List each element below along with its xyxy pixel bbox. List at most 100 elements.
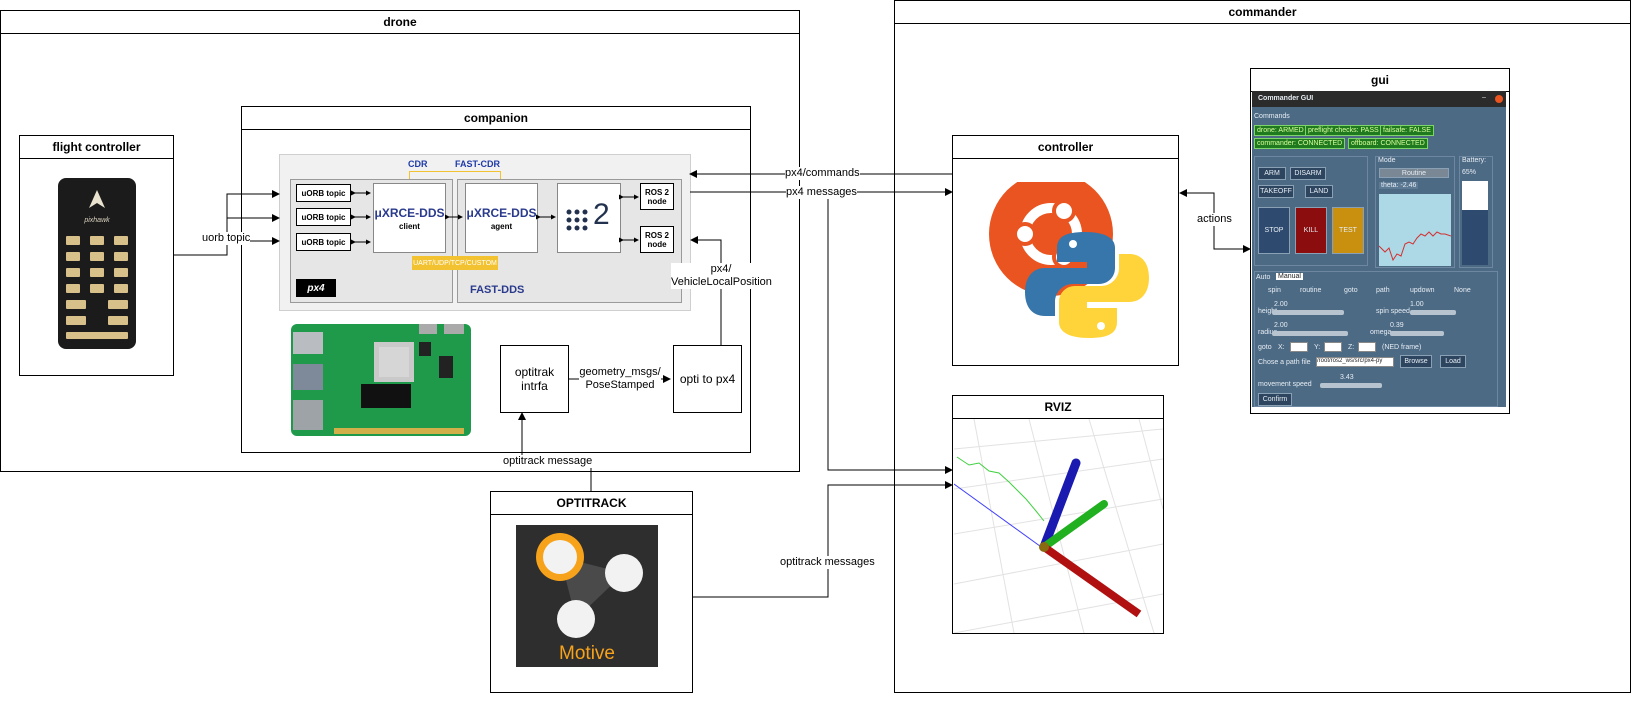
omega-label: omega (1370, 329, 1392, 336)
cdr-bracket (409, 171, 501, 181)
battery-fill (1462, 210, 1488, 265)
uorb-edge-1 (174, 190, 280, 256)
tab-auto[interactable]: Auto (1256, 274, 1271, 281)
xrce-agent-box: μXRCE-DDS agent (465, 183, 538, 253)
motive-logo: Motive (516, 525, 658, 667)
land-button[interactable]: LAND (1305, 185, 1333, 198)
radius-label: radius (1258, 329, 1278, 336)
xrce-client-box: μXRCE-DDS client (373, 183, 446, 253)
drone-container: drone (0, 10, 800, 472)
opti-to-px4-box: opti to px4 (673, 345, 742, 413)
px4-messages-to-rviz (827, 192, 953, 474)
tab-manual[interactable]: Manual (1276, 273, 1303, 280)
actions-label: actions (1197, 213, 1232, 226)
ros2-node-2: ROS 2 node (640, 226, 674, 253)
motive-text: Motive (559, 643, 615, 664)
takeoff-button[interactable]: TAKEOFF (1258, 185, 1294, 198)
goto-y-input[interactable] (1324, 342, 1342, 352)
uorb-topic-3: uORB topic (296, 233, 351, 251)
optitrack-message-label: optitrack message (503, 455, 593, 468)
spin-speed-slider[interactable] (1410, 310, 1456, 315)
radio-path[interactable]: path (1376, 287, 1390, 294)
ned-frame-label: (NED frame) (1382, 344, 1422, 351)
spin-speed-value: 1.00 (1410, 301, 1424, 308)
minimize-icon[interactable]: – (1482, 94, 1486, 101)
control-tabs-panel (1254, 271, 1498, 407)
omega-value: 0.39 (1390, 322, 1404, 329)
optitrack-box: OPTITRACK Motive (490, 491, 693, 693)
status-commander: commander: CONNECTED (1254, 138, 1346, 149)
path-file-input[interactable]: /root/ros2_ws/src/px4-py (1316, 357, 1394, 367)
kill-button[interactable]: KILL (1295, 207, 1327, 254)
load-button[interactable]: Load (1440, 355, 1466, 368)
pose-stamped-label: geometry_msgs/ PoseStamped (579, 366, 661, 392)
uorb-topic-2: uORB topic (296, 208, 351, 226)
controller-box: controller (952, 135, 1179, 366)
radio-updown[interactable]: updown (1410, 287, 1435, 294)
omega-slider[interactable] (1390, 331, 1444, 336)
goto-z-input[interactable] (1358, 342, 1376, 352)
radius-slider[interactable] (1272, 331, 1348, 336)
height-value: 2.00 (1274, 301, 1288, 308)
movement-speed-slider[interactable] (1320, 383, 1382, 388)
radio-none[interactable]: None (1454, 287, 1471, 294)
python-icon (1025, 232, 1149, 338)
flight-controller-title: flight controller (20, 136, 173, 159)
ros2-node-1: ROS 2 node (640, 183, 674, 210)
px4-messages-label: px4 messages (786, 186, 857, 199)
height-label: height (1258, 308, 1278, 315)
close-icon[interactable] (1495, 95, 1503, 103)
status-offboard: offboard: CONNECTED (1348, 138, 1428, 149)
ros2-logo-box: 2 (557, 183, 621, 253)
radio-spin[interactable]: spin (1268, 287, 1281, 294)
optitrak-intrfa-box: optitrak intrfa (500, 345, 569, 413)
uorb-topic-1: uORB topic (296, 184, 351, 202)
theta-plot (1379, 194, 1451, 266)
gui-window: Commander GUI – Commands drone: ARMED pr… (1252, 91, 1506, 407)
battery-group (1459, 156, 1493, 268)
radio-routine[interactable]: routine (1300, 287, 1322, 294)
arm-button[interactable]: ARM (1258, 167, 1286, 180)
test-button[interactable]: TEST (1332, 207, 1364, 254)
ros2-number: 2 (593, 198, 610, 231)
pixhawk-board-image: pixhawk (58, 178, 136, 349)
drone-title: drone (1, 11, 799, 34)
optitrack-message-edge (518, 412, 592, 491)
vehicle-local-position-label: px4/ VehicleLocalPosition (671, 263, 772, 289)
battery-value: 65% (1462, 169, 1477, 176)
confirm-button[interactable]: Confirm (1258, 393, 1292, 406)
px4-commands-label: px4/commands (785, 167, 860, 180)
radio-goto[interactable]: goto (1344, 287, 1358, 294)
ubuntu-icon (989, 182, 1113, 296)
controller-title: controller (953, 136, 1178, 159)
xrce-agent-role: agent (490, 222, 513, 231)
vehicle-local-position-edge (690, 236, 722, 345)
mode-label: Mode (1378, 157, 1396, 164)
movement-speed-label: movement speed (1258, 381, 1312, 388)
commands-group (1254, 156, 1368, 266)
stop-button[interactable]: STOP (1258, 207, 1290, 254)
board-brand-text: pixhawk (83, 217, 110, 224)
disarm-button[interactable]: DISARM (1290, 167, 1326, 180)
companion-title: companion (242, 107, 750, 130)
movement-speed-value: 3.43 (1340, 374, 1354, 381)
transport-label: UART/UDP/TCP/CUSTOM (412, 256, 498, 270)
mode-select[interactable]: Routine (1379, 168, 1449, 178)
goto-x-input[interactable] (1290, 342, 1308, 352)
gui-titlebar: Commander GUI – (1252, 91, 1506, 107)
xrce-agent-name: μXRCE-DDS (466, 206, 537, 220)
height-slider[interactable] (1272, 310, 1344, 315)
radius-value: 2.00 (1274, 322, 1288, 329)
flight-controller-box: flight controller pixhawk (19, 135, 174, 376)
status-failsafe: failsafe: FALSE (1380, 125, 1434, 136)
optitrack-title: OPTITRACK (491, 492, 692, 515)
fast-cdr-label: FAST-CDR (455, 159, 500, 169)
fast-dds-label: FAST-DDS (470, 284, 525, 296)
battery-bar (1462, 181, 1488, 265)
commands-label: Commands (1254, 113, 1290, 120)
px4-logo: px4 (296, 279, 336, 297)
goto-x-label: X: (1278, 344, 1285, 351)
cdr-label: CDR (408, 159, 428, 169)
browse-button[interactable]: Browse (1400, 355, 1432, 368)
